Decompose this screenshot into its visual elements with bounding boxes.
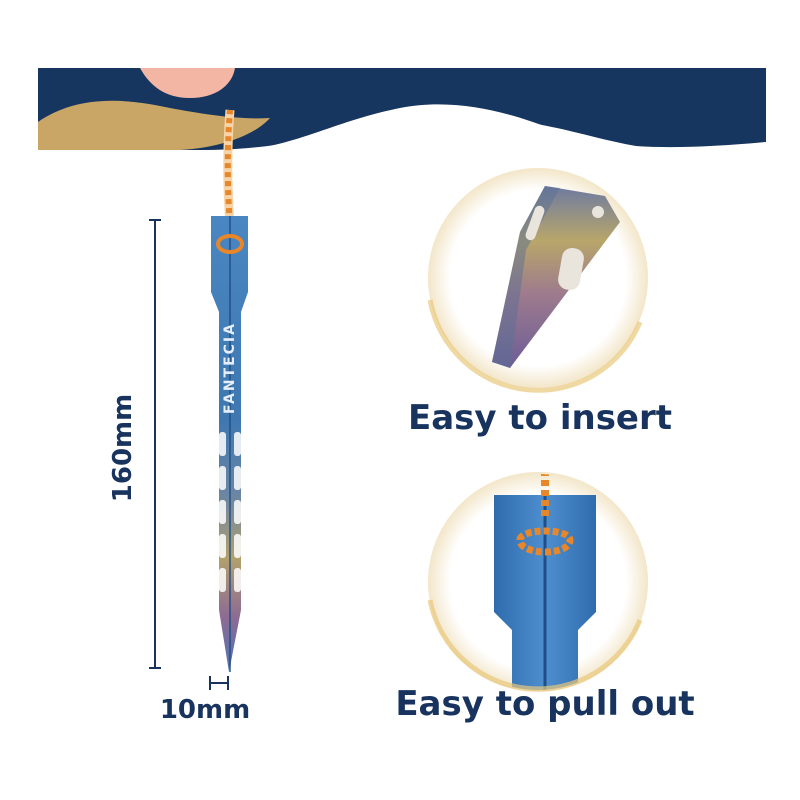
easy-insert-label: Easy to insert xyxy=(407,398,673,438)
length-dimension-line xyxy=(149,219,161,669)
width-dimension-line xyxy=(209,676,229,690)
easy-pull-label: Easy to pull out xyxy=(395,684,695,724)
stake-head-closeup xyxy=(427,472,648,692)
width-label: 10mm xyxy=(159,695,251,725)
tent-stake-image xyxy=(211,216,248,672)
stake-tip-closeup xyxy=(427,168,648,393)
length-label: 160mm xyxy=(108,393,138,503)
header-wave xyxy=(30,68,800,158)
brand-text: FANTECIA xyxy=(222,322,238,414)
